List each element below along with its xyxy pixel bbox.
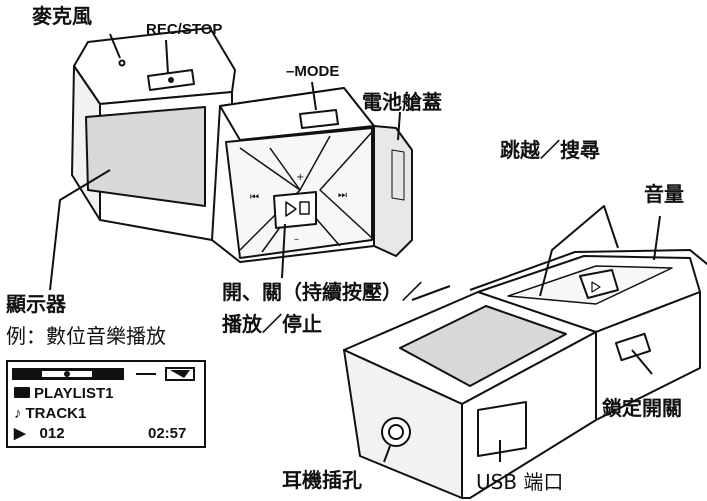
play-stop-button-2[interactable] — [579, 269, 619, 299]
headphone-jack — [381, 417, 411, 447]
play-icon: ▶ — [14, 425, 26, 442]
device-top-view: ⏮ ⏭ + – — [71, 27, 413, 263]
minus-icon: – — [294, 234, 299, 245]
level-meter-icon — [12, 367, 195, 381]
plus-icon: + — [296, 172, 304, 183]
skip-search-label: 跳越／搜尋 — [500, 138, 600, 162]
next-icon: ⏭ — [338, 190, 347, 201]
usb-port — [477, 401, 527, 457]
rec-stop-label: REC/STOP — [146, 21, 223, 38]
lcd-example: PLAYLIST1 ♪TRACK1 ▶ 012 02:57 — [6, 360, 206, 448]
battery-cover-label: 電池艙蓋 — [362, 90, 442, 114]
display-example-label: 例：數位音樂播放 — [6, 324, 166, 348]
display-window-2 — [399, 305, 567, 387]
power-label-line2: 播放／停止 — [222, 312, 322, 336]
device-bottom-view — [343, 249, 707, 499]
display-window — [85, 106, 206, 207]
power-label-line1: 開、關（持續按壓）／ — [222, 280, 422, 304]
track-number: 012 — [39, 425, 65, 442]
battery-icon — [165, 367, 195, 381]
mode-label: –MODE — [286, 63, 340, 80]
headphone-jack-label: 耳機插孔 — [282, 468, 362, 492]
prev-icon: ⏮ — [250, 192, 259, 203]
leader-lines — [49, 33, 661, 463]
hold-switch-label: 鎖定開關 — [602, 396, 682, 420]
play-stop-icon — [285, 201, 297, 217]
microphone-hole-icon — [118, 59, 126, 67]
microphone-label: 麥克風 — [32, 4, 92, 28]
volume-label: 音量 — [644, 182, 684, 206]
mode-button[interactable] — [299, 109, 339, 129]
note-icon: ♪ — [14, 405, 22, 422]
usb-port-label: USB 端口 — [476, 470, 564, 494]
track-name: TRACK1 — [25, 405, 87, 422]
rec-stop-button[interactable] — [147, 69, 195, 91]
play-stop-button[interactable] — [273, 191, 317, 229]
elapsed-time: 02:57 — [148, 425, 187, 442]
folder-icon — [14, 387, 30, 398]
playlist-name: PLAYLIST1 — [34, 385, 114, 402]
display-label: 顯示器 — [6, 292, 66, 316]
